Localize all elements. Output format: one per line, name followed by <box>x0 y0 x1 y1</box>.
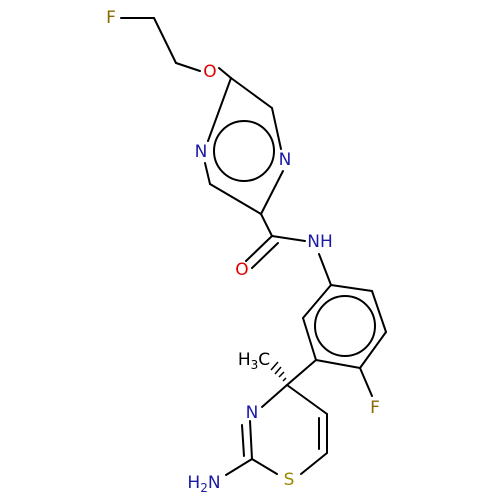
bond-ch2-ch2 <box>153 17 177 64</box>
amine-n: N <box>208 473 221 493</box>
amine-subscript: 2 <box>200 481 208 495</box>
bond-ch2-o <box>175 62 201 72</box>
methyl-subscript: 3 <box>251 358 259 372</box>
bond-nh-aryl <box>318 253 332 286</box>
bond-aryl-c1-c2 <box>330 284 373 292</box>
bond-carbonyl-o-1 <box>245 235 273 262</box>
methyl-c: C <box>258 350 270 370</box>
bond-aryl-c5-c6 <box>302 317 317 361</box>
bonds <box>120 17 387 476</box>
bond-aryl-thiazine <box>286 359 317 386</box>
methyl-label: H3C <box>238 350 270 372</box>
bond-pyrazine-carbonyl <box>260 213 273 237</box>
bond-aryl-c3-c4 <box>359 331 387 369</box>
bond-aryl-c4-c5 <box>315 359 361 369</box>
thiazine-sulfur-label: S <box>284 470 295 490</box>
carbonyl-oxygen-label: O <box>235 260 248 280</box>
bond-pyrazine-n4-c5 <box>207 77 232 142</box>
aryl-fluorine-label: F <box>370 398 380 418</box>
bond-aryl-c6-c1 <box>302 284 332 319</box>
methyl-h: H <box>238 350 251 370</box>
bond-aryl-f <box>359 367 373 397</box>
bond-c2-n3 <box>249 420 253 460</box>
bond-pyrazine-c3-n4 <box>204 162 211 185</box>
bond-pyrazine-c6-n1 <box>271 107 282 150</box>
bond-pyrazine-n1-c2 <box>260 170 284 215</box>
thiazine-nitrogen-label: N <box>246 403 259 423</box>
amine-h: H <box>187 473 200 493</box>
amine-label: H2N <box>187 473 220 495</box>
bond-carbonyl-o-2 <box>251 242 279 269</box>
stereo-hash-wedge <box>270 361 287 382</box>
bond-pyrazine-c2-c3 <box>209 183 262 215</box>
bond-c4-c5 <box>286 384 328 415</box>
bond-c2-nh2 <box>225 458 253 476</box>
aryl-aromatic-circle <box>314 295 376 357</box>
bond-s-c2 <box>251 458 278 475</box>
amide-nh-label: NH <box>307 232 333 252</box>
bond-pyrazine-c5-c6 <box>230 77 273 109</box>
bond-n3-c4 <box>261 384 288 408</box>
bond-c2-n3-inner <box>241 424 245 457</box>
fluorine-top-label: F <box>106 8 116 28</box>
bond-o-pyrazine <box>218 67 232 79</box>
pyrazine-nitrogen-right-label: N <box>279 150 292 170</box>
bond-carbonyl-nh <box>271 235 306 242</box>
bond-aryl-c2-c3 <box>371 290 387 333</box>
pyrazine-nitrogen-left-label: N <box>195 142 208 162</box>
ether-oxygen-label: O <box>203 62 216 82</box>
pyrazine-aromatic-circle <box>213 120 275 182</box>
bond-c6-s <box>300 452 328 475</box>
